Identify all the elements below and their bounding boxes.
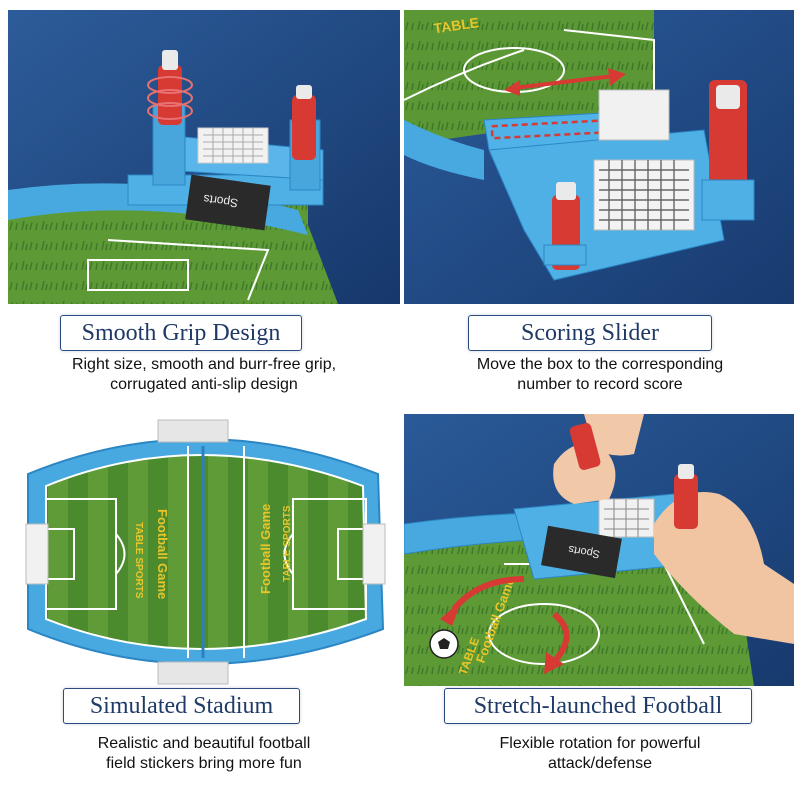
caption-line-2: field stickers bring more fun xyxy=(106,755,302,772)
title-simulated-stadium: Simulated Stadium xyxy=(89,692,274,719)
caption-line-2: corrugated anti-slip design xyxy=(110,376,298,393)
caption-line-1: Right size, smooth and burr-free grip, xyxy=(71,356,337,373)
title-box-smooth-grip: Smooth Grip Design xyxy=(60,315,302,351)
photo-simulated-stadium: Football Game TABLE SPORTS Football Game… xyxy=(8,414,400,688)
caption-line-2: number to record score xyxy=(517,376,683,393)
caption-smooth-grip: Right size, smooth and burr-free grip, c… xyxy=(8,355,400,395)
caption-line-1: Realistic and beautiful football xyxy=(97,735,311,752)
panel-simulated-stadium: Football Game TABLE SPORTS Football Game… xyxy=(8,402,400,802)
photo-stretch-launched: Sports Football Game TABLE xyxy=(404,414,794,686)
title-smooth-grip: Smooth Grip Design xyxy=(81,319,281,346)
panel-stretch-launched: Sports Football Game TABLE Stretch-launc… xyxy=(404,402,796,802)
field-table-text: TABLE xyxy=(433,14,480,36)
caption-simulated-stadium: Realistic and beautiful football field s… xyxy=(8,734,400,774)
caption-scoring-slider: Move the box to the corresponding number… xyxy=(404,355,796,395)
title-stretch-launched: Stretch-launched Football xyxy=(473,692,723,719)
field-text-table-sports-left: TABLE SPORTS xyxy=(133,522,144,599)
panel-scoring-slider: TABLE Scoring Slider xyxy=(404,10,796,410)
title-box-stretch-launched: Stretch-launched Football xyxy=(444,688,752,724)
title-box-simulated-stadium: Simulated Stadium xyxy=(63,688,300,724)
panel-smooth-grip: Sports Smooth Grip Design Right size, sm… xyxy=(8,10,400,410)
caption-line-1: Move the box to the corresponding xyxy=(476,356,724,373)
sign-sports-text: Sports xyxy=(203,192,239,211)
title-box-scoring-slider: Scoring Slider xyxy=(468,315,712,351)
field-text-football-game-right: Football Game xyxy=(258,504,273,594)
title-scoring-slider: Scoring Slider xyxy=(521,319,659,346)
caption-stretch-launched: Flexible rotation for powerful attack/de… xyxy=(404,734,796,774)
field-text-football-game-left: Football Game xyxy=(155,509,170,599)
sign-sports-text-4: Sports xyxy=(567,543,601,560)
caption-line-2: attack/defense xyxy=(547,755,653,772)
caption-line-1: Flexible rotation for powerful xyxy=(499,735,701,752)
photo-grip-design: Sports xyxy=(8,10,400,304)
field-text-table-sports-right: TABLE SPORTS xyxy=(282,505,293,582)
photo-scoring-slider: TABLE xyxy=(404,10,794,304)
